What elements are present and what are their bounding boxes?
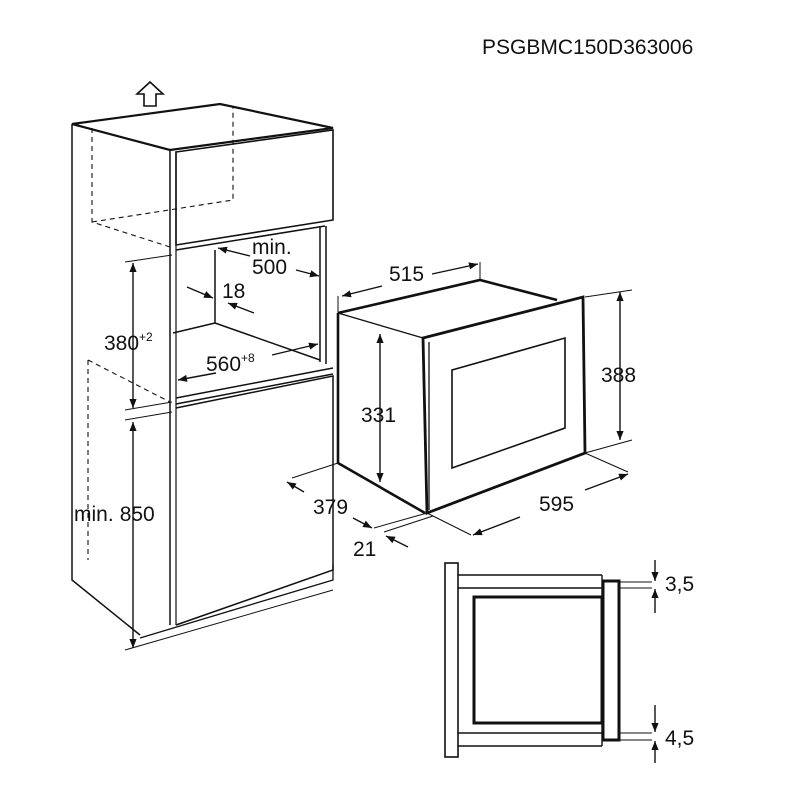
niche-width-value: 560 bbox=[206, 353, 241, 376]
cabinet-dimension-arrows bbox=[129, 246, 320, 648]
niche-height-value: 380 bbox=[104, 332, 139, 355]
door-thickness-label: 21 bbox=[353, 538, 376, 561]
appliance bbox=[291, 262, 633, 536]
niche-depth-label: 500 bbox=[252, 256, 287, 279]
panel-thickness-label: 18 bbox=[222, 280, 245, 303]
product-code: PSGBMC150D363006 bbox=[482, 36, 693, 59]
niche-height-label: 380+2 bbox=[104, 330, 153, 355]
body-depth-label: 379 bbox=[313, 496, 348, 519]
up-arrow-icon bbox=[134, 80, 166, 107]
section-view bbox=[444, 562, 652, 758]
body-height-label: 331 bbox=[361, 404, 396, 427]
cabinet bbox=[71, 102, 334, 651]
niche-depth-prefix: min. bbox=[252, 236, 292, 259]
niche-width-label: 560+8 bbox=[206, 351, 255, 376]
top-gap-label: 3,5 bbox=[665, 573, 694, 596]
depth-label: 515 bbox=[389, 263, 424, 286]
width-label: 595 bbox=[539, 493, 574, 516]
appliance-dimension-arrows bbox=[286, 262, 629, 548]
floor-height-label: min. 850 bbox=[74, 503, 155, 526]
total-height-label: 388 bbox=[601, 364, 636, 387]
bottom-gap-label: 4,5 bbox=[665, 727, 694, 750]
floor-height-value: 850 bbox=[120, 503, 155, 526]
niche-width-tolerance: +8 bbox=[241, 351, 255, 365]
floor-height-prefix: min. bbox=[74, 503, 114, 526]
niche-height-tolerance: +2 bbox=[139, 330, 153, 344]
